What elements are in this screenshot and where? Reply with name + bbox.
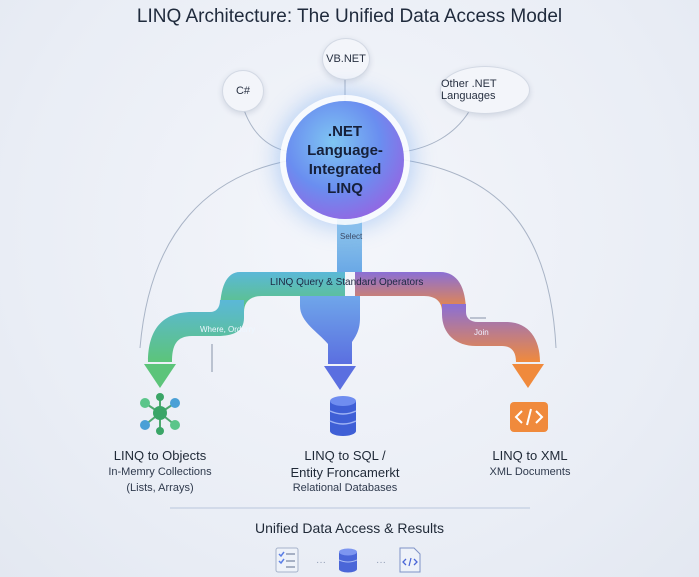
sql-subtitle: Relational Databases	[292, 482, 398, 494]
xml-document-icon	[399, 547, 421, 573]
xml-title: LINQ to XML	[492, 448, 568, 463]
language-vbnet-label: VB.NET	[326, 53, 366, 65]
core-label: .NET Language-Integrated LINQ	[307, 123, 383, 197]
database-icon	[329, 396, 357, 436]
language-vbnet-bubble: VB.NET	[322, 38, 370, 80]
objects-subtitle: In-Memry Collections	[108, 466, 212, 478]
xml-subtitle: XML Documents	[489, 466, 571, 478]
bottom-separator-2: ···	[376, 557, 386, 568]
sql-title: LINQ to SQL /	[304, 448, 386, 463]
pipe-left	[148, 300, 244, 362]
bottom-separator-1: ···	[316, 557, 326, 568]
results-title: Unified Data Access & Results	[254, 520, 445, 536]
where-operator-label: Where, Orderry	[200, 325, 256, 334]
database-small-icon	[338, 548, 358, 573]
language-csharp-bubble: C#	[222, 70, 264, 112]
checklist-icon	[275, 547, 299, 573]
page-title: LINQ Architecture: The Unified Data Acce…	[136, 6, 563, 27]
arrow-right	[512, 364, 544, 388]
xml-code-icon	[510, 402, 548, 432]
language-csharp-label: C#	[235, 85, 251, 97]
connector-other	[401, 109, 471, 153]
operator-band-left	[220, 272, 345, 312]
linq-core: .NET Language-Integrated LINQ	[286, 101, 404, 219]
objects-subtitle-2: (Lists, Arrays)	[126, 482, 194, 494]
operator-band-right	[355, 272, 466, 312]
arc-right	[403, 159, 557, 349]
pipe-right	[442, 304, 540, 362]
language-other-bubble: Other .NET Languages	[440, 66, 530, 114]
objects-title: LINQ to Objects	[113, 448, 207, 463]
select-operator-label: Select	[340, 232, 363, 241]
language-other-label: Other .NET Languages	[441, 78, 497, 102]
arrow-left	[144, 364, 176, 388]
operator-band-label: LINQ Query & Standard Operators	[270, 277, 424, 288]
arc-left	[139, 159, 293, 349]
trunk-pipe	[337, 205, 362, 272]
sql-title-2: Entity Froncamerkt	[290, 465, 400, 480]
network-icon	[140, 393, 180, 435]
connector-csharp	[243, 109, 293, 153]
join-operator-label: Join	[474, 328, 489, 337]
pipe-middle	[300, 296, 360, 364]
arrow-middle	[324, 366, 356, 390]
